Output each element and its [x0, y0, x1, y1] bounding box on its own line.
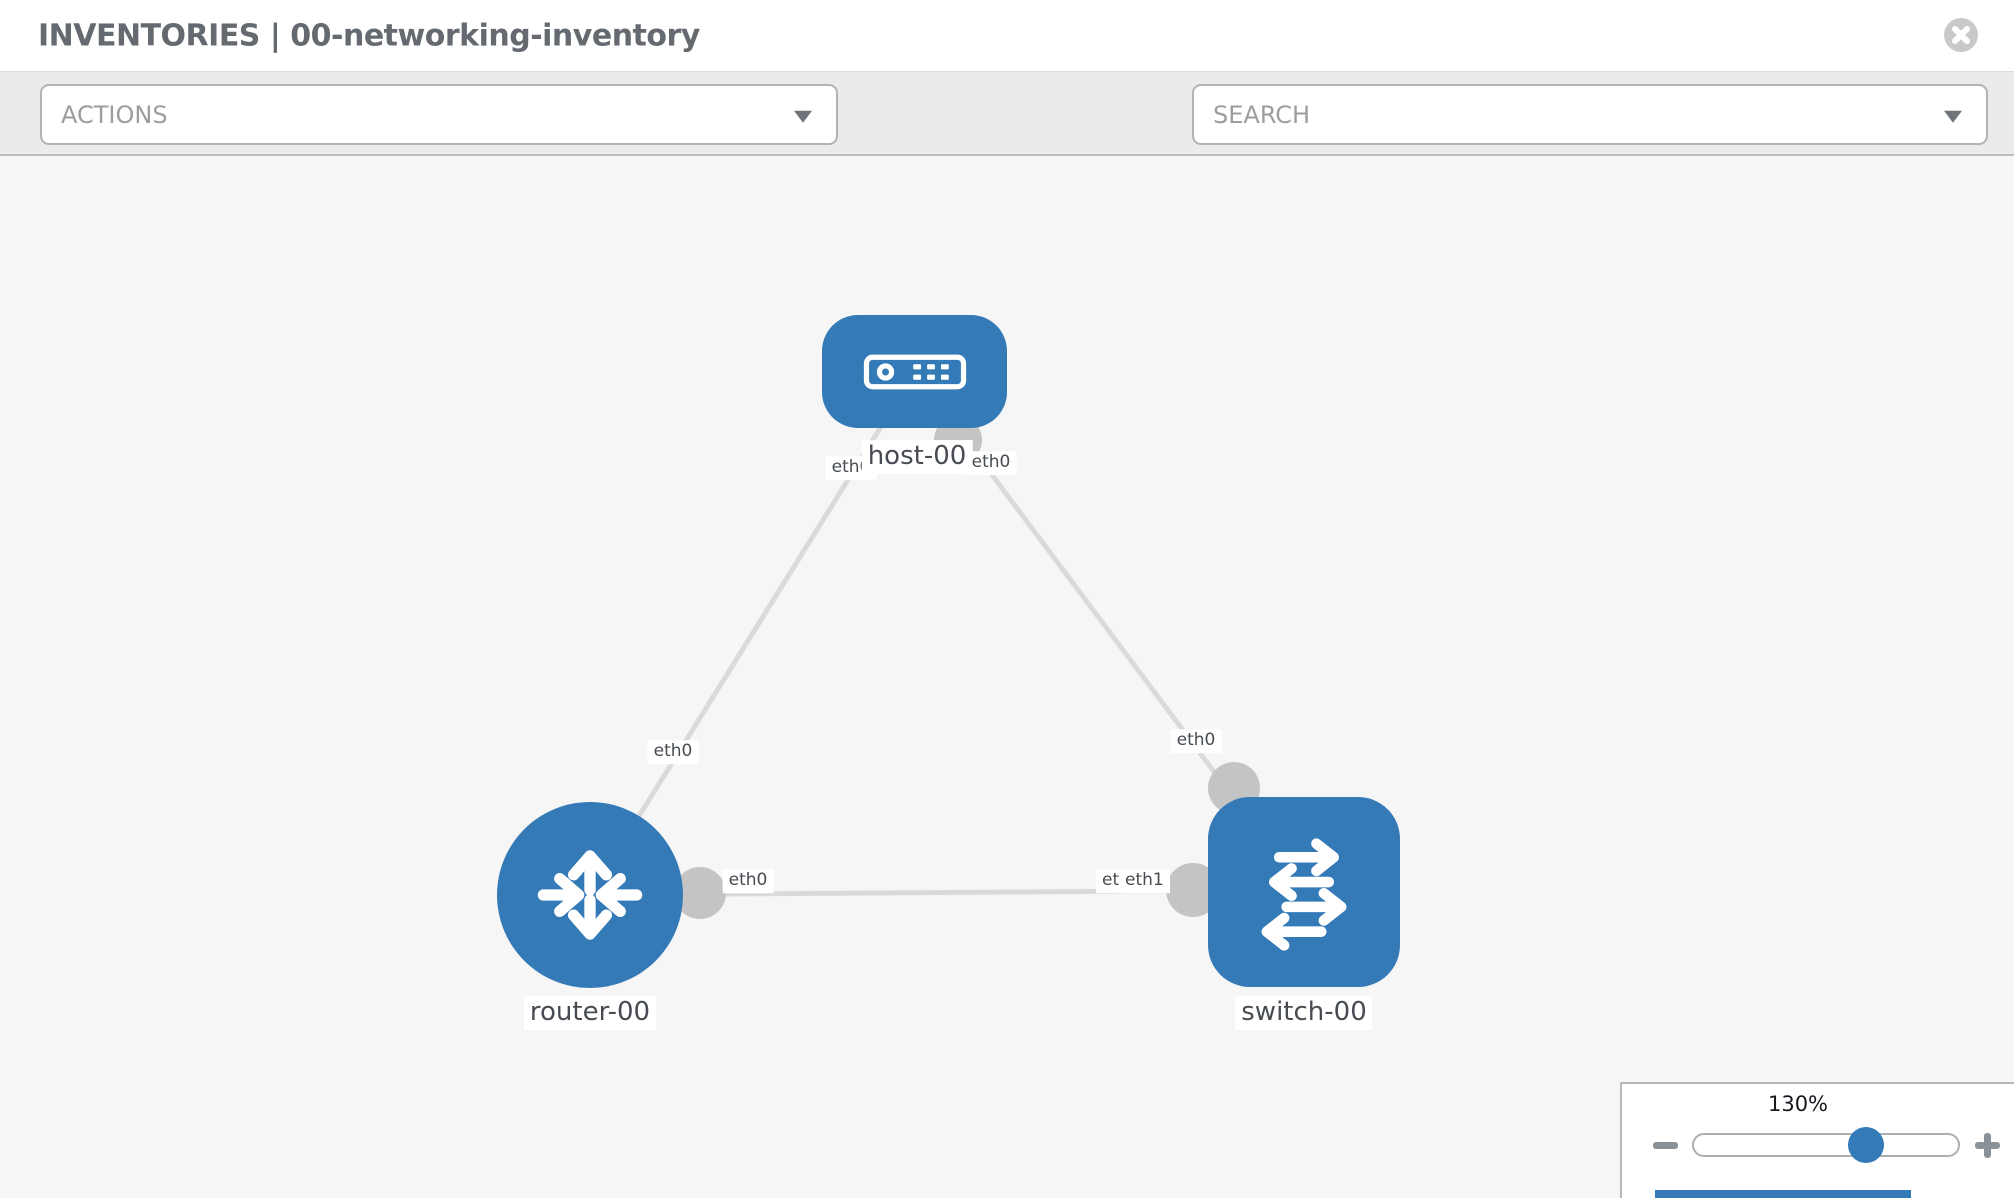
- port-label-router-eth0-top: eth0: [647, 740, 699, 764]
- node-label-host: host-00: [861, 440, 973, 474]
- toolbar: ACTIONS SEARCH: [0, 72, 2014, 210]
- actions-dropdown[interactable]: ACTIONS: [40, 84, 838, 145]
- port-connector-router: [674, 867, 726, 919]
- actions-dropdown-label: ACTIONS: [61, 100, 168, 129]
- port-label-switch-eth0-top: eth0: [1170, 729, 1222, 753]
- topology-canvas[interactable]: eth0 host-00 eth0 eth0 eth0 router-00 et…: [0, 156, 2014, 1198]
- close-button[interactable]: [1944, 18, 1978, 52]
- node-label-switch: switch-00: [1235, 996, 1373, 1030]
- node-label-router: router-00: [523, 996, 657, 1030]
- bottom-blue-strip: [1655, 1190, 1911, 1198]
- port-connector-switch-left: [1166, 863, 1220, 917]
- zoom-in-button[interactable]: [1975, 1133, 2000, 1158]
- search-dropdown[interactable]: SEARCH: [1192, 84, 1988, 145]
- close-icon: [1952, 26, 1970, 44]
- search-dropdown-label: SEARCH: [1213, 100, 1311, 129]
- topology-links-layer: [587, 370, 1307, 919]
- node-host[interactable]: [822, 315, 1007, 428]
- zoom-slider-thumb[interactable]: [1848, 1127, 1884, 1163]
- page-title: INVENTORIES | 00-networking-inventory: [38, 18, 700, 53]
- zoom-slider-track[interactable]: [1692, 1133, 1960, 1157]
- zoom-level-value: 130%: [1767, 1092, 1829, 1116]
- node-router[interactable]: [497, 802, 683, 988]
- zoom-out-button[interactable]: [1653, 1142, 1678, 1149]
- chevron-down-icon: [794, 110, 812, 123]
- router-icon: [537, 850, 643, 940]
- port-label-host-eth0-right: eth0: [965, 451, 1017, 475]
- port-label-router-eth0-right: eth0: [722, 869, 774, 893]
- host-icon: [863, 354, 966, 389]
- chevron-down-icon: [1944, 110, 1962, 123]
- port-label-switch-eth1-front: eth1: [1119, 869, 1170, 893]
- node-switch[interactable]: [1208, 797, 1400, 987]
- header: INVENTORIES | 00-networking-inventory: [0, 0, 2014, 72]
- switch-icon: [1261, 838, 1347, 951]
- zoom-panel: 130%: [1620, 1082, 2014, 1198]
